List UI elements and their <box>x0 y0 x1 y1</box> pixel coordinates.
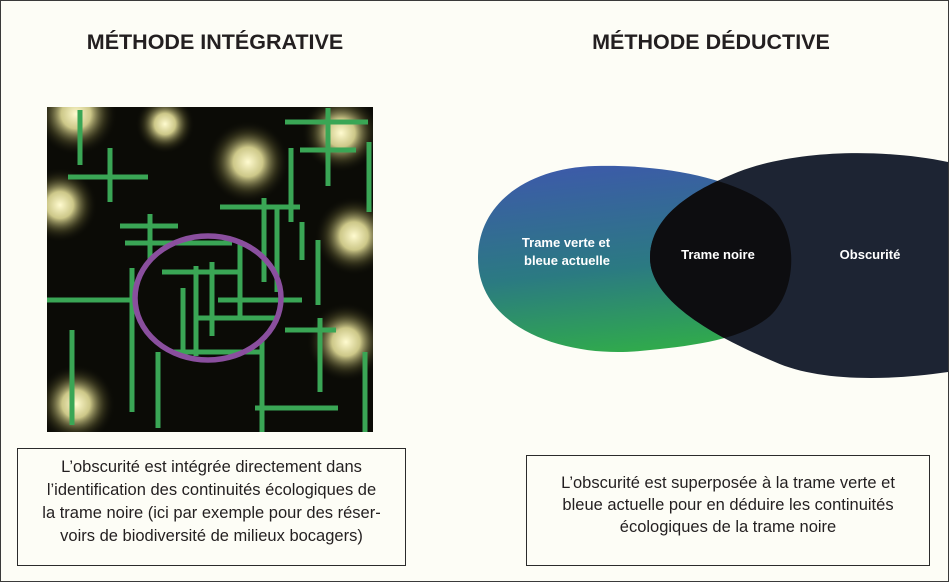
description-line: la trame noire (ici par exemple pour des… <box>42 504 381 522</box>
light-glow <box>47 107 118 156</box>
description-line: L’obscurité est intégrée directement dan… <box>61 458 362 476</box>
light-glow <box>135 107 195 154</box>
light-glow <box>47 167 98 243</box>
integrative-map <box>47 107 373 432</box>
title-methode-deductive: MÉTHODE DÉDUCTIVE <box>592 30 830 54</box>
light-glows <box>47 107 373 432</box>
description-line: écologiques de la trame noire <box>619 518 837 536</box>
label-trame-verte-bleue-line: Trame verte et <box>522 235 611 250</box>
description-box-deductive: L’obscurité est superposée à la trame ve… <box>526 455 930 566</box>
light-glow <box>47 364 116 432</box>
description-line: bleue actuelle pour en déduire les conti… <box>562 496 894 514</box>
night-map <box>47 107 373 432</box>
label-trame-noire: Trame noire <box>681 247 755 262</box>
light-glow <box>314 196 373 276</box>
description-box-integrative: L’obscurité est intégrée directement dan… <box>17 448 406 566</box>
light-glow <box>306 302 373 382</box>
description-line: voirs de biodiversité de milieux bocager… <box>60 527 363 545</box>
deductive-venn: Trame verte et bleue actuelle Trame noir… <box>478 153 948 378</box>
trame-noire-intersection <box>650 165 792 352</box>
label-obscurite: Obscurité <box>840 247 901 262</box>
description-line: L’obscurité est superposée à la trame ve… <box>561 474 895 492</box>
label-trame-verte-bleue-line: bleue actuelle <box>524 253 610 268</box>
light-glow <box>206 120 290 204</box>
title-methode-integrative: MÉTHODE INTÉGRATIVE <box>86 30 344 54</box>
description-line: l’identification des continuités écologi… <box>46 481 377 499</box>
focus-ellipse <box>132 233 284 363</box>
hedgerow-network <box>47 108 372 432</box>
